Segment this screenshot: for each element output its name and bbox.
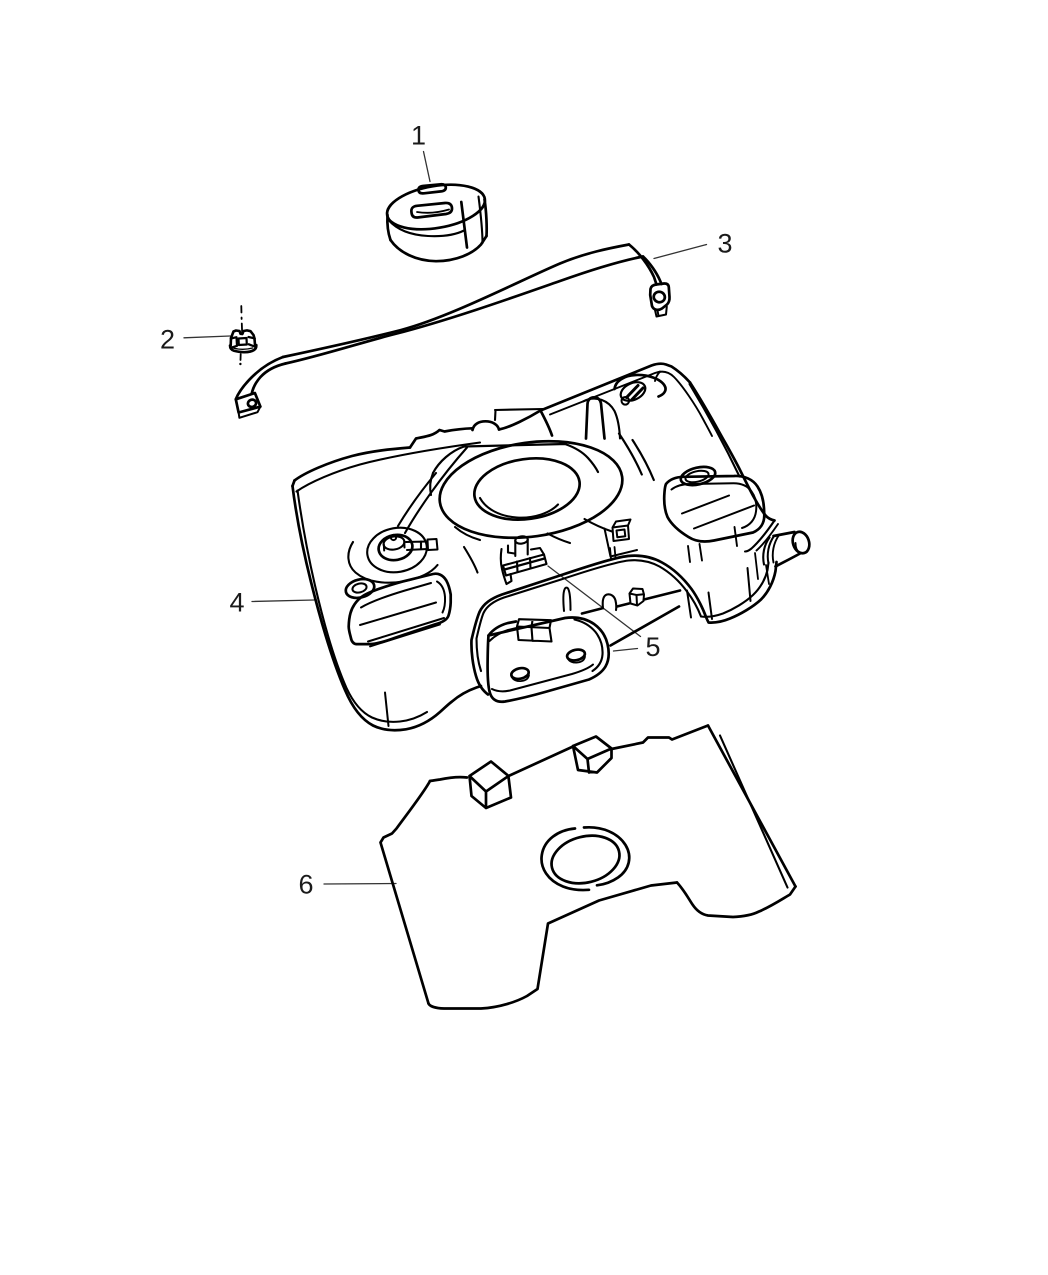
svg-text:1: 1 — [411, 121, 426, 151]
svg-text:6: 6 — [298, 870, 313, 900]
svg-text:4: 4 — [229, 588, 244, 618]
svg-text:3: 3 — [717, 229, 732, 259]
svg-text:5: 5 — [645, 632, 660, 662]
svg-text:2: 2 — [160, 325, 175, 355]
